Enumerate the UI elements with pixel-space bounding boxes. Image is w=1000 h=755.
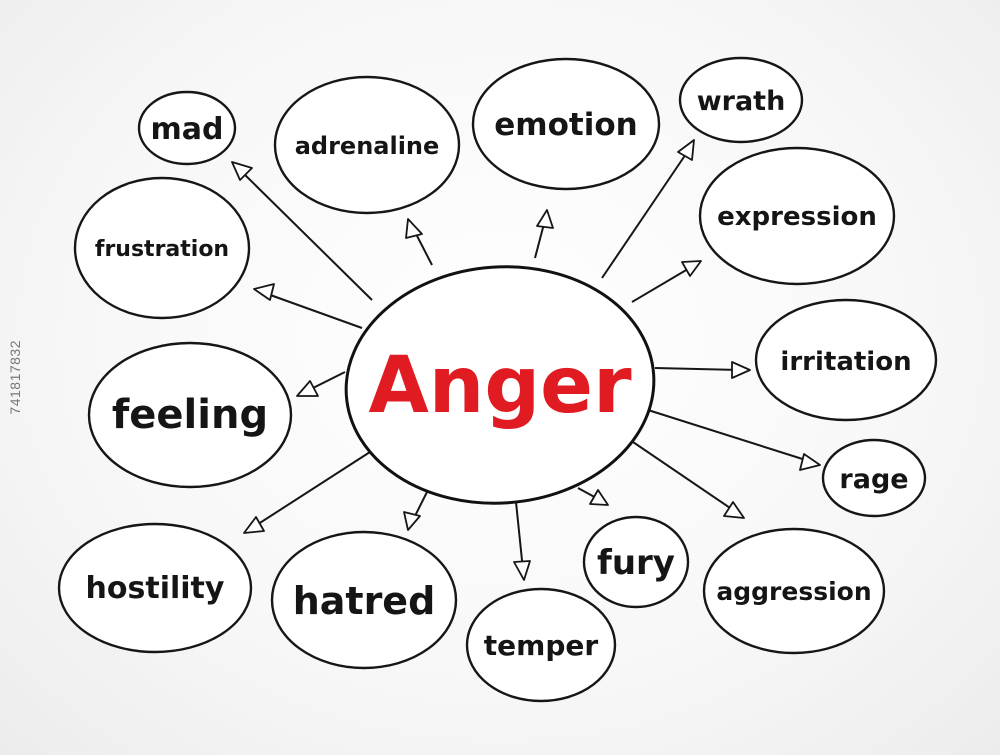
node-label-irritation: irritation — [780, 347, 911, 377]
stock-image-id: 741817832 — [4, 0, 26, 755]
node-label-frustration: frustration — [95, 237, 229, 262]
node-label-emotion: emotion — [494, 107, 637, 143]
node-frustration: frustration — [73, 176, 251, 320]
node-irritation: irritation — [754, 298, 938, 422]
stock-image-id-text: 741817832 — [7, 340, 23, 415]
node-label-hostility: hostility — [86, 571, 225, 606]
arrow-to-mad — [231, 161, 373, 301]
node-label-mad: mad — [151, 112, 224, 147]
arrow-to-aggression — [629, 439, 745, 519]
node-label-aggression: aggression — [716, 577, 871, 606]
node-emotion: emotion — [471, 57, 661, 191]
arrow-to-feeling — [296, 371, 346, 397]
node-label-wrath: wrath — [697, 86, 786, 117]
node-temper: temper — [465, 587, 617, 703]
arrow-to-irritation — [654, 361, 751, 379]
center-label: Anger — [368, 341, 632, 431]
node-feeling: feeling — [87, 341, 293, 489]
arrow-to-rage — [647, 409, 821, 471]
arrow-to-emotion — [534, 209, 554, 259]
node-label-rage: rage — [839, 464, 908, 495]
center-node: Anger — [344, 265, 656, 505]
arrow-to-frustration — [253, 283, 363, 329]
node-expression: expression — [698, 146, 896, 286]
arrow-to-temper — [513, 501, 531, 581]
node-label-adrenaline: adrenaline — [295, 132, 440, 160]
node-hatred: hatred — [270, 530, 458, 670]
connector-arrows — [231, 139, 821, 581]
node-rage: rage — [821, 438, 927, 518]
arrow-to-fury — [577, 487, 609, 506]
arrow-to-wrath — [601, 139, 695, 279]
node-label-hatred: hatred — [293, 579, 436, 623]
arrow-to-adrenaline — [405, 218, 433, 266]
node-wrath: wrath — [678, 56, 804, 144]
node-label-fury: fury — [597, 543, 675, 583]
node-mad: mad — [137, 90, 237, 166]
node-hostility: hostility — [57, 522, 253, 654]
node-fury: fury — [582, 515, 690, 609]
arrow-to-hostility — [243, 451, 371, 534]
node-label-temper: temper — [484, 629, 599, 662]
arrow-to-expression — [631, 260, 702, 303]
arrow-to-hatred — [403, 489, 429, 531]
node-label-expression: expression — [717, 202, 877, 232]
node-label-feeling: feeling — [112, 392, 268, 438]
node-aggression: aggression — [702, 527, 886, 655]
node-adrenaline: adrenaline — [273, 75, 461, 215]
